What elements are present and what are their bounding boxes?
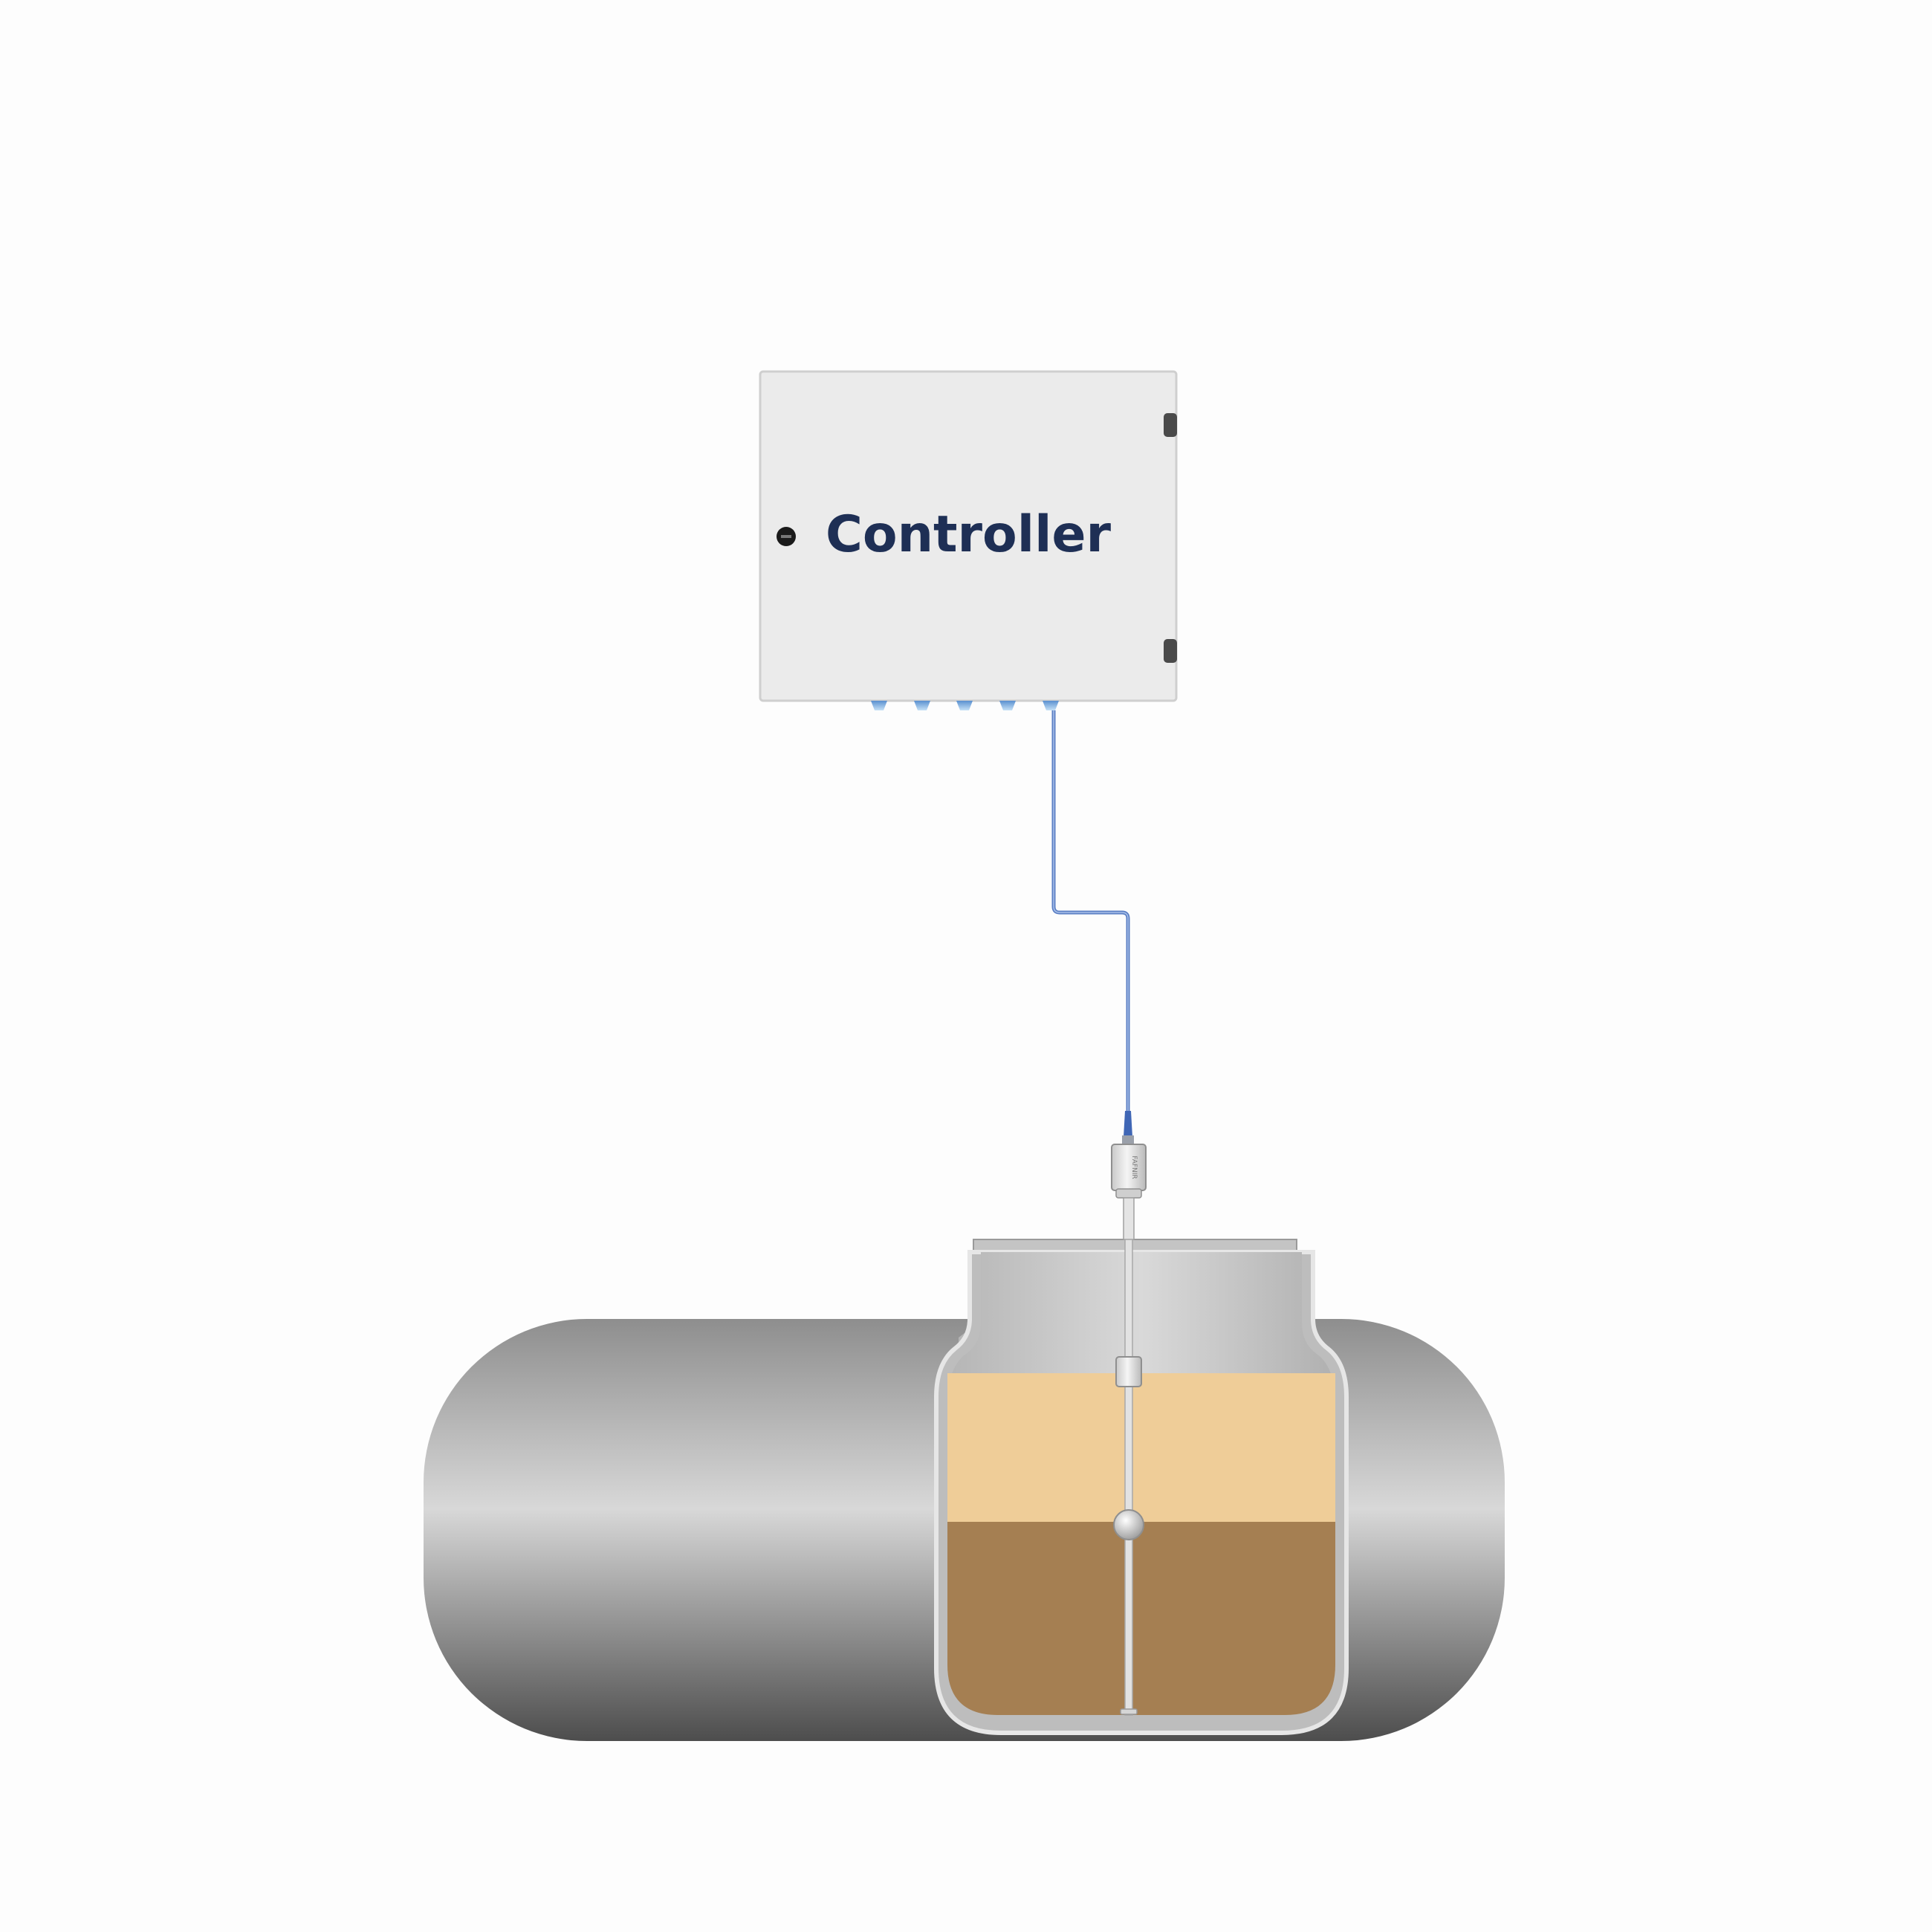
probe-foot [1120,1708,1138,1715]
level-probe: FAFNIR [1111,1135,1147,1716]
cable-strain-relief [1124,1111,1132,1137]
cable-glands [871,701,1059,710]
upper-liquid-layer [947,1373,1335,1522]
cable-gland [1043,701,1059,710]
cable-gland [914,701,930,710]
hinge-icon [1164,413,1177,437]
probe-rod [1124,1239,1133,1716]
probe-brand-label: FAFNIR [1130,1155,1138,1179]
cable-gland [999,701,1016,710]
cable-gland [956,701,973,710]
lower-liquid-layer [947,1522,1335,1715]
probe-connector [1122,1135,1134,1146]
controller-label: Controller [826,505,1112,564]
cable-gland [871,701,887,710]
probe-head [1111,1144,1147,1191]
controller-box[interactable]: Controller [759,370,1178,710]
interface-float [1113,1509,1144,1540]
hinge-icon [1164,639,1177,663]
storage-tank [424,1239,1505,1741]
lock-icon [777,527,796,546]
product-float [1115,1356,1142,1387]
probe-neck [1115,1188,1142,1199]
